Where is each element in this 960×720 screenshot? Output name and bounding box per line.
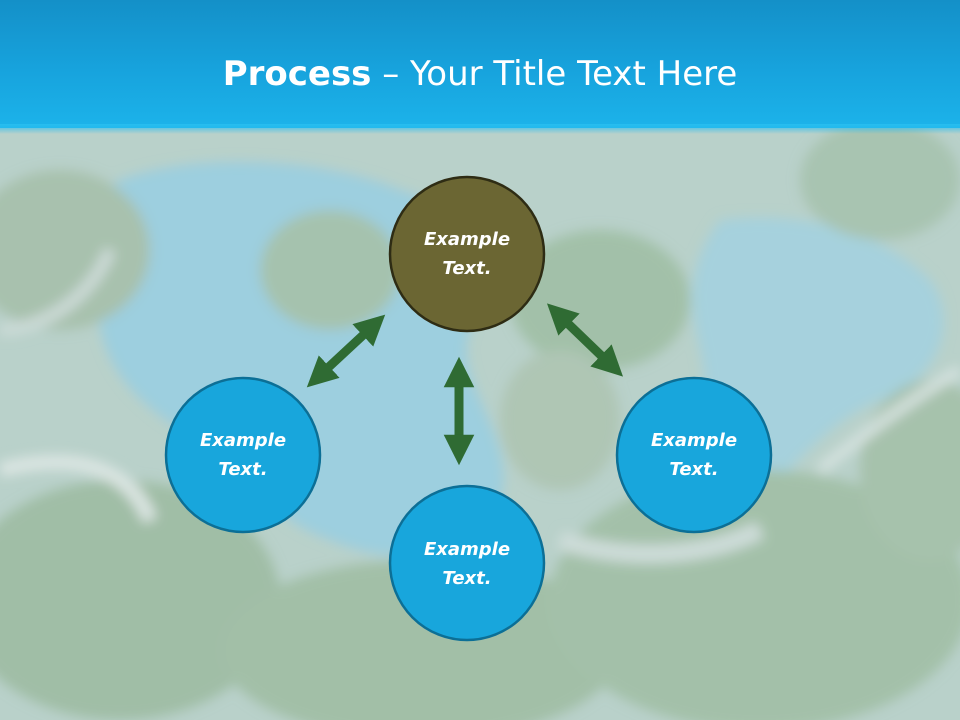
node-label-left: Example Text. xyxy=(183,426,303,484)
node-circle-bottom xyxy=(388,484,546,642)
node-label-bottom: Example Text. xyxy=(407,535,527,593)
node-label-center-line1: Example xyxy=(423,229,511,250)
node-label-right-line2: Text. xyxy=(669,459,719,480)
node-label-bottom-line1: Example xyxy=(423,539,511,560)
node-label-right-line1: Example xyxy=(650,430,738,451)
title-bar-glow xyxy=(0,124,960,134)
arrow-center-left xyxy=(306,314,386,388)
arrow-center-right xyxy=(546,303,624,377)
node-circle-right xyxy=(615,376,773,534)
node-label-center: Example Text. xyxy=(407,225,527,283)
node-circle-left xyxy=(164,376,322,534)
title-bar xyxy=(0,0,960,128)
node-label-right: Example Text. xyxy=(634,426,754,484)
node-label-center-line2: Text. xyxy=(442,258,492,279)
title-bold-part: Process xyxy=(222,54,372,94)
node-label-left-line2: Text. xyxy=(218,459,268,480)
slide-title: Process – Your Title Text Here xyxy=(0,50,960,98)
title-regular-part: – Your Title Text Here xyxy=(371,54,738,94)
node-circle-center xyxy=(388,175,546,333)
node-label-left-line1: Example xyxy=(199,430,287,451)
node-label-bottom-line2: Text. xyxy=(442,568,492,589)
